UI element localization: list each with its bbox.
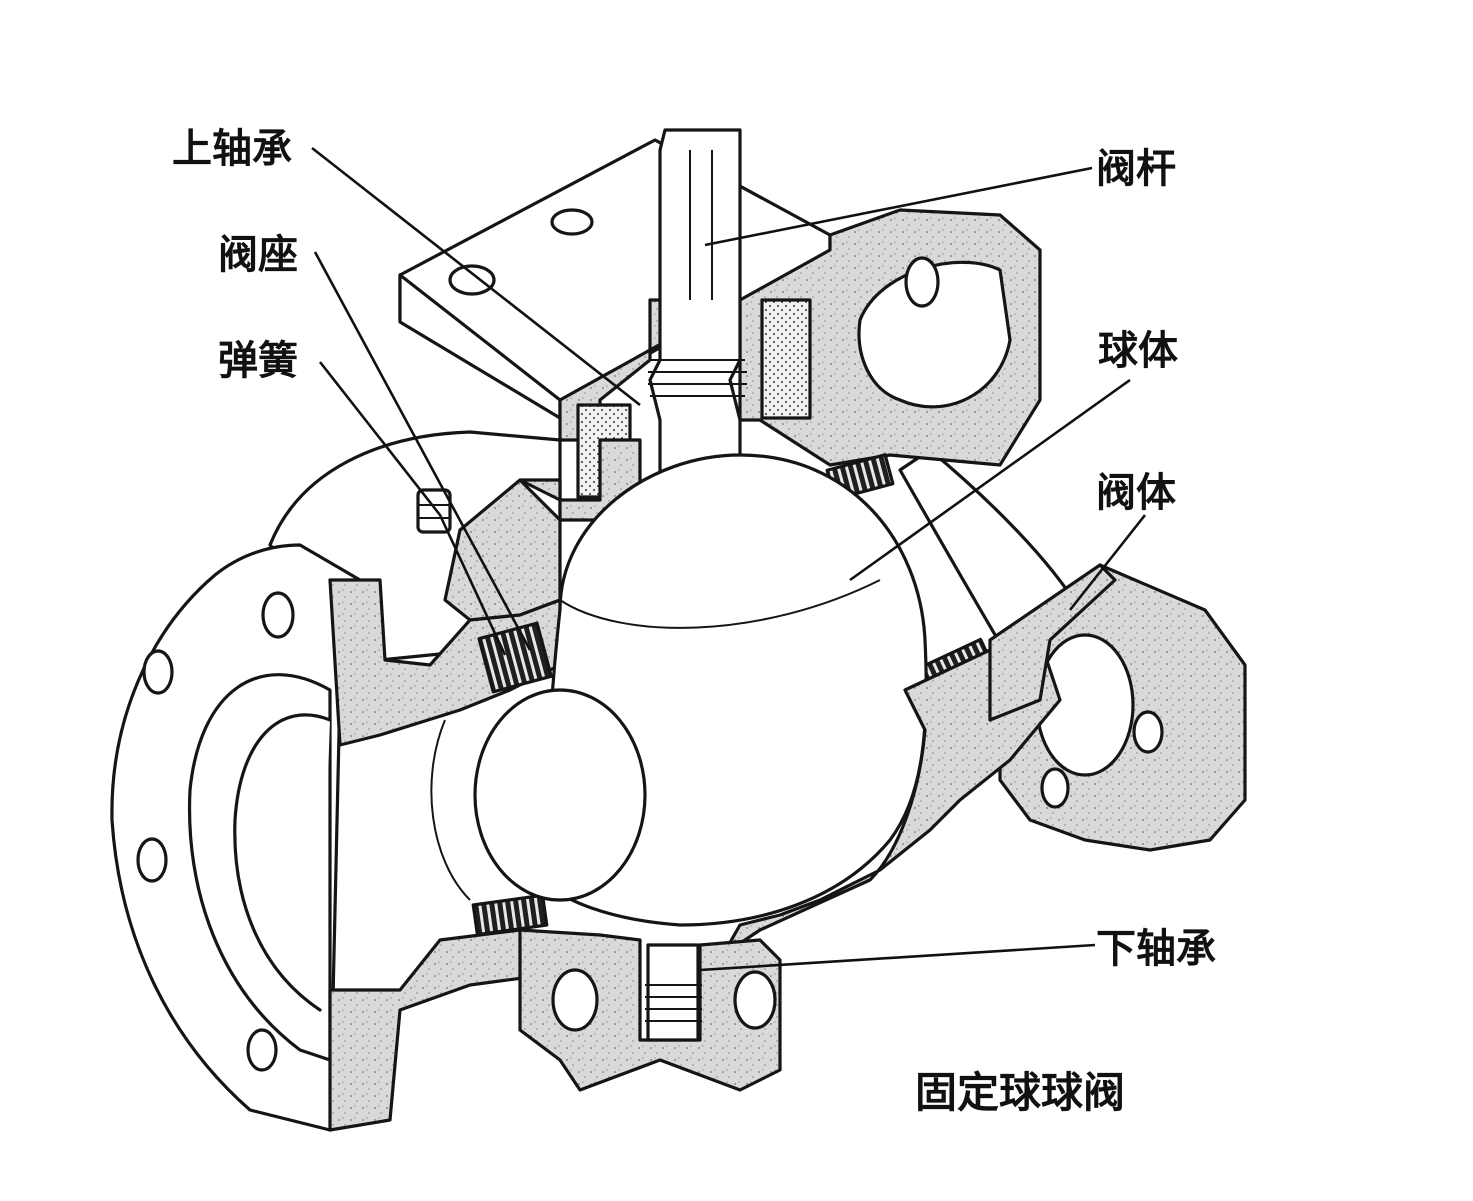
leader-valve-body	[1068, 514, 1147, 611]
leader-lower-bearing	[699, 943, 1096, 972]
stem-thread	[648, 359, 747, 397]
inlet-bolt-hole-4	[246, 1028, 278, 1072]
leader-lines	[311, 146, 1147, 972]
bonnet-bolt-hole	[904, 256, 940, 308]
label-spring: 弹簧	[218, 338, 298, 384]
part-labels: 上轴承 阀座 弹簧 阀杆 球体 阀体 下轴承 固定球球阀	[172, 126, 1216, 1117]
right-body-section	[698, 638, 1062, 1012]
inlet-bolt-hole-3	[136, 837, 168, 883]
plate-hole-left	[448, 264, 496, 296]
plate-hole-top	[550, 208, 594, 236]
leader-upper-bearing	[311, 146, 641, 407]
label-valve-body: 阀体	[1096, 470, 1176, 516]
diagram-caption: 固定球球阀	[915, 1068, 1125, 1117]
outlet-bolt-hole-1	[1132, 710, 1164, 754]
label-valve-seat: 阀座	[218, 232, 298, 278]
upper-bearing-bushing	[760, 298, 812, 420]
lower-bolt-hole-left	[551, 968, 599, 1032]
label-valve-stem: 阀杆	[1096, 146, 1176, 192]
right-flange-neck	[988, 563, 1117, 722]
ball-bore-shading	[430, 719, 471, 901]
leader-spring	[318, 361, 507, 656]
valve-illustration	[110, 128, 1247, 1132]
lower-bolt-hole-right	[733, 970, 777, 1030]
label-lower-bearing: 下轴承	[1096, 926, 1216, 972]
inlet-bolt-hole-2	[142, 649, 174, 695]
lower-stem	[645, 943, 702, 1042]
ball-equator	[559, 579, 881, 629]
label-upper-bearing: 上轴承	[172, 126, 292, 172]
inlet-bolt-hole-1	[261, 591, 295, 639]
left-bonnet-section	[518, 438, 642, 522]
leader-ball	[849, 378, 1131, 582]
inlet-bore-inner	[233, 713, 332, 1012]
leader-valve-stem	[704, 166, 1093, 247]
outlet-bolt-hole-2	[1040, 767, 1070, 809]
label-ball: 球体	[1098, 328, 1178, 374]
leader-valve-seat	[313, 251, 532, 651]
seat-seal-lower-left	[471, 893, 549, 937]
left-lower-body-section	[328, 928, 547, 1132]
ball-bore	[473, 688, 647, 902]
